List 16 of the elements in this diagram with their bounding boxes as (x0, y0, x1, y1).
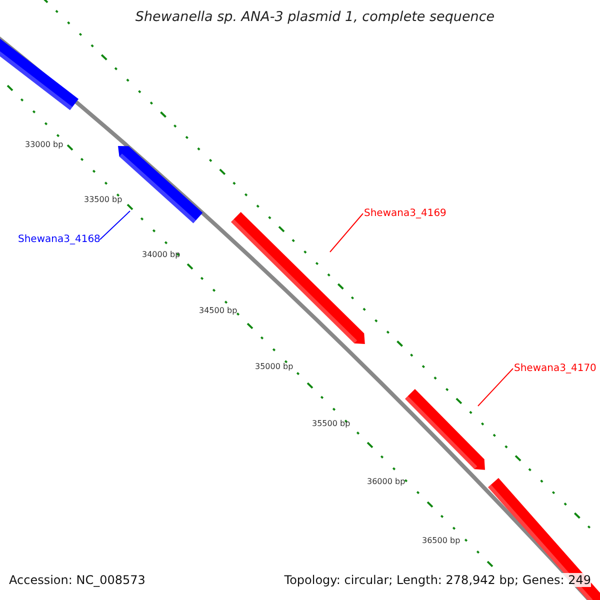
gene-label: Shewana3_4168 (18, 234, 100, 245)
leader-line (330, 213, 364, 252)
scale-label: 34000 bp (142, 250, 180, 259)
scale-label: 33500 bp (84, 195, 122, 204)
gene-label: Shewana3_4169 (364, 208, 446, 219)
scale-label: 35500 bp (312, 419, 350, 428)
leader-line (478, 368, 514, 406)
summary-text: Topology: circular; Length: 278,942 bp; Genes: 249 (284, 573, 591, 587)
gene-arrow (405, 389, 485, 470)
gene-arrow (0, 36, 78, 111)
scale-label: 34500 bp (199, 306, 238, 315)
gene-label: Shewana3_4170 (514, 363, 596, 374)
accession-text: Accession: NC_008573 (9, 573, 146, 587)
leader-line (100, 210, 130, 240)
diagram-title: Shewanella sp. ANA-3 plasmid 1, complete sequence (135, 9, 495, 25)
scale-label: 33000 bp (25, 140, 64, 149)
